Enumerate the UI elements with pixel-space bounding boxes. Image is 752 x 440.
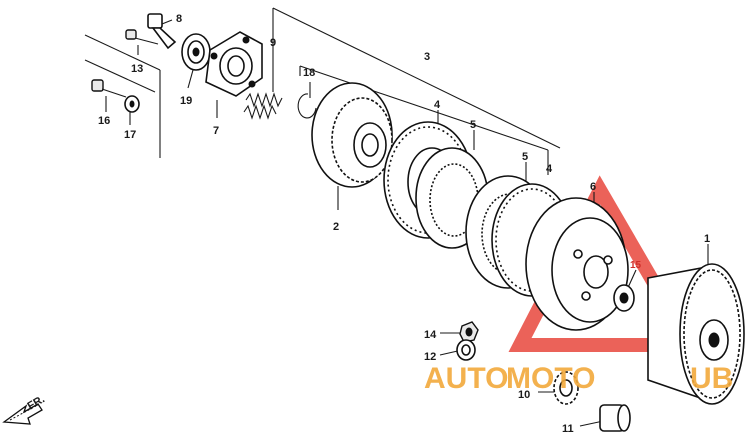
- leader-lines: [84, 7, 709, 427]
- callout-7: 7: [213, 125, 219, 137]
- callout-6: 6: [590, 181, 596, 193]
- callout-15: 15: [630, 260, 642, 271]
- callout-10: 10: [518, 389, 530, 401]
- part-9-springs: [243, 92, 283, 120]
- watermark-text-middle: MOTO: [506, 362, 595, 395]
- callout-5-upper: 5: [470, 119, 476, 131]
- front-arrow-label: FR.: [26, 393, 47, 412]
- part-2-pressure-plate: [311, 82, 393, 188]
- callout-17: 17: [124, 129, 136, 141]
- part-17-washer: [124, 95, 140, 113]
- part-13-screw: [125, 29, 159, 45]
- part-7-lifter-plate: [205, 31, 263, 97]
- front-direction-arrow: FR.: [2, 393, 47, 425]
- part-1-clutch-outer: [647, 263, 745, 405]
- callout-labels: 1 2 3 4 4 5 5 6 7 8 9 10 11 12 13 14 15 …: [98, 13, 710, 435]
- watermark-text: AUTO MOTO UB: [424, 362, 733, 395]
- callout-12: 12: [424, 351, 436, 363]
- part-15-collar: [613, 284, 635, 312]
- callout-2: 2: [333, 221, 339, 233]
- part-10-gear: [553, 371, 579, 405]
- callout-4-lower: 4: [546, 163, 553, 175]
- part-11-bushing: [599, 404, 631, 432]
- part-8-bolt: [147, 13, 177, 50]
- callout-19: 19: [180, 95, 192, 107]
- callout-11: 11: [562, 423, 574, 435]
- callout-3: 3: [424, 51, 430, 63]
- callout-13: 13: [131, 63, 143, 75]
- watermark-text-left: AUTO: [424, 362, 508, 395]
- callout-16: 16: [98, 115, 110, 127]
- part-12-washer: [456, 339, 476, 361]
- callout-18: 18: [303, 67, 315, 79]
- callout-5-lower: 5: [522, 151, 528, 163]
- watermark-text-right: UB: [690, 362, 733, 395]
- callout-4-upper: 4: [434, 99, 441, 111]
- part-16-bolt: [91, 79, 127, 98]
- part-14-nut: [459, 321, 479, 343]
- callout-8: 8: [176, 13, 182, 25]
- callout-14: 14: [424, 329, 437, 341]
- part-19-bearing: [181, 33, 211, 71]
- part-6-clutch-center: [525, 197, 629, 331]
- callout-9: 9: [270, 37, 276, 49]
- part-18-circlip: [297, 93, 317, 119]
- callout-1: 1: [704, 233, 710, 245]
